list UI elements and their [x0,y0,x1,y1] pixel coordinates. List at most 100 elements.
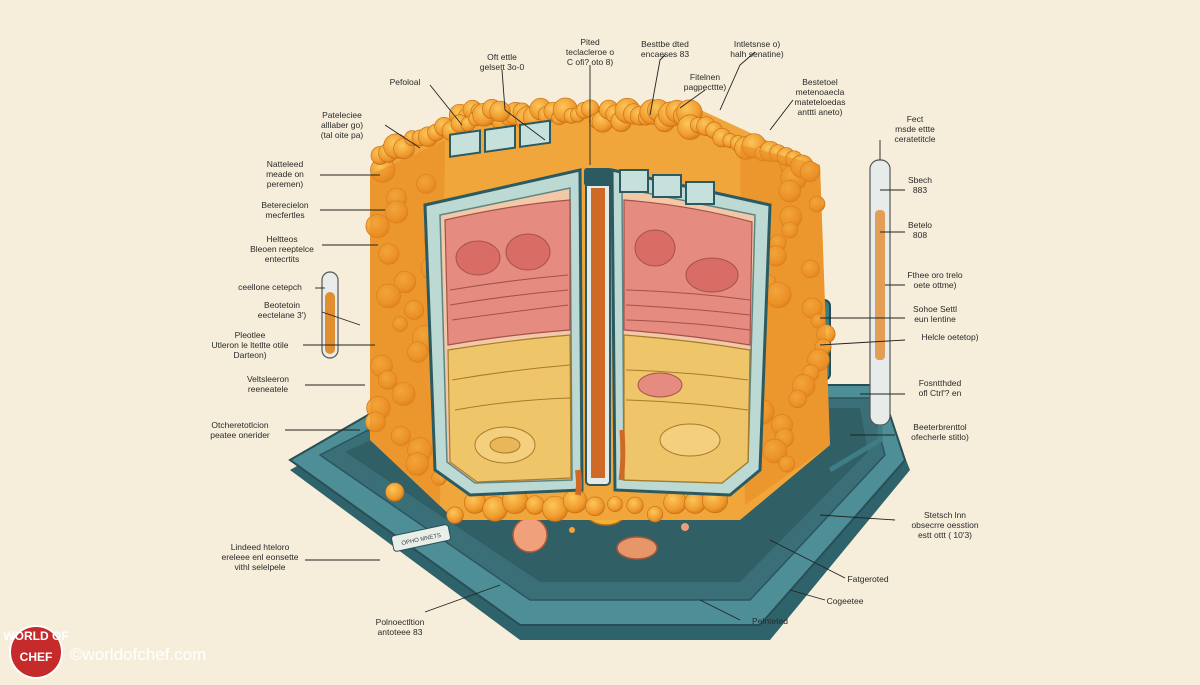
watermark-badge: CHEF [20,650,53,664]
callout-label-line: Oft ettle [487,52,517,62]
callout-label-line: Stetsch lnn [924,510,966,520]
crust-bump [646,506,664,523]
callout-label-line: Fatgeroted [847,574,888,584]
callout-label-line: (tal oite pa) [321,130,364,140]
callout-label-line: obsecrre oesstion [911,520,978,530]
callout-label-line: mateteloedas [794,97,845,107]
callout-label-line: meade on [266,169,304,179]
callout-label-line: metenoaecla [796,87,845,97]
callout-label-line: Natteleed [267,159,304,169]
base-nut [616,536,658,560]
callout-label-line: Sbech [908,175,932,185]
callout-label-line: Fosntthded [919,378,962,388]
callout-label-line: Bestetoel [802,77,838,87]
callout-label-line: vithl selelpele [234,562,285,572]
callout-label-line: msde ettte [895,124,935,134]
callout-label-line: Betelo [908,220,932,230]
callout-label-line: reeneatele [248,384,288,394]
callout-label-line: Otcheretotlcion [211,420,268,430]
crust-bump [525,495,545,515]
callout-label-line: alllaber go) [321,120,363,130]
callout-label-line: Besttbe dted [641,39,689,49]
callout-label-line: teclacleroe o [566,47,614,57]
right-test-tube [828,159,891,473]
callout-label-line: Polnoectltion [376,617,425,627]
callout-label-line: entecrtits [265,254,300,264]
callout-label-line: Fthee oro trelo [907,270,963,280]
callout-label: Cogeetee [827,596,864,606]
central-tube [575,168,626,496]
watermark-badge-top: WORLD OF [3,629,68,643]
callout-label-line: ereleee enl eonsette [221,552,298,562]
callout-label-line: C ofi? oto 8) [567,57,613,67]
callout-label-line: peatee onerider [210,430,270,440]
watermark: WORLD OF CHEF ©worldofchef.com [3,625,206,679]
callout-label-line: Pited [580,37,600,47]
callout-label-line: anttti aneto) [798,107,843,117]
callout-label: ceellone cetepch [238,282,302,292]
callout-label-line: pagpecttte) [684,82,727,92]
callout-label-line: Utleron le ltetlte otile [211,340,288,350]
callout-label-line: Pefoloal [390,77,421,87]
callout-label-line: eun lentine [914,314,956,324]
callout-label-line: Pateleciee [322,110,362,120]
callout-label: Pefoloal [390,77,421,87]
crust-bump [562,489,588,514]
callout-label-line: antoteee 83 [378,627,423,637]
callout-label-line: ofecherle stitlo) [911,432,969,442]
callout-label-line: Pelnteted [752,616,788,626]
base-plaque: OPHO MNETS [391,524,451,552]
callout-label-line: encaeses 83 [641,49,689,59]
callout-label-line: gelsett 3o-0 [480,62,525,72]
callout-label-line: peremen) [267,179,304,189]
callout-label-line: ceellone cetepch [238,282,302,292]
callout-label-line: oete ottme) [914,280,957,290]
callout-label-line: 883 [913,185,927,195]
leader-lines [285,51,906,621]
cutaway-left [423,168,584,497]
callout-label-line: Veltsleeron [247,374,289,384]
callout-label-line: estt ottt ( 10'3) [918,530,972,540]
callout-label: Fatgeroted [847,574,888,584]
crust-bump [385,482,405,502]
crust-bump [663,490,687,515]
callout-label-line: ofl Ctrl'? en [919,388,962,398]
callout-label-line: Beterecielon [261,200,309,210]
callout-label-line: Heltteos [266,234,297,244]
callout-label-line: Intletsnse o) [734,39,780,49]
callout-label-line: Sohoe Settl [913,304,957,314]
crust-bump [607,496,623,512]
base-droplet-large [512,517,548,553]
callout-label-line: Bleoen reeptelce [250,244,314,254]
callout-label-line: Lindeed hteloro [231,542,290,552]
callout-label-line: Beotetoin [264,300,300,310]
callout-label-line: eectelane 3') [258,310,307,320]
callout-label-line: Fect [907,114,924,124]
callout-label: Pelnteted [752,616,788,626]
crust-bump [585,496,605,517]
callout-label-line: Beeterbrenttol [913,422,967,432]
callout-label-line: Cogeetee [827,596,864,606]
